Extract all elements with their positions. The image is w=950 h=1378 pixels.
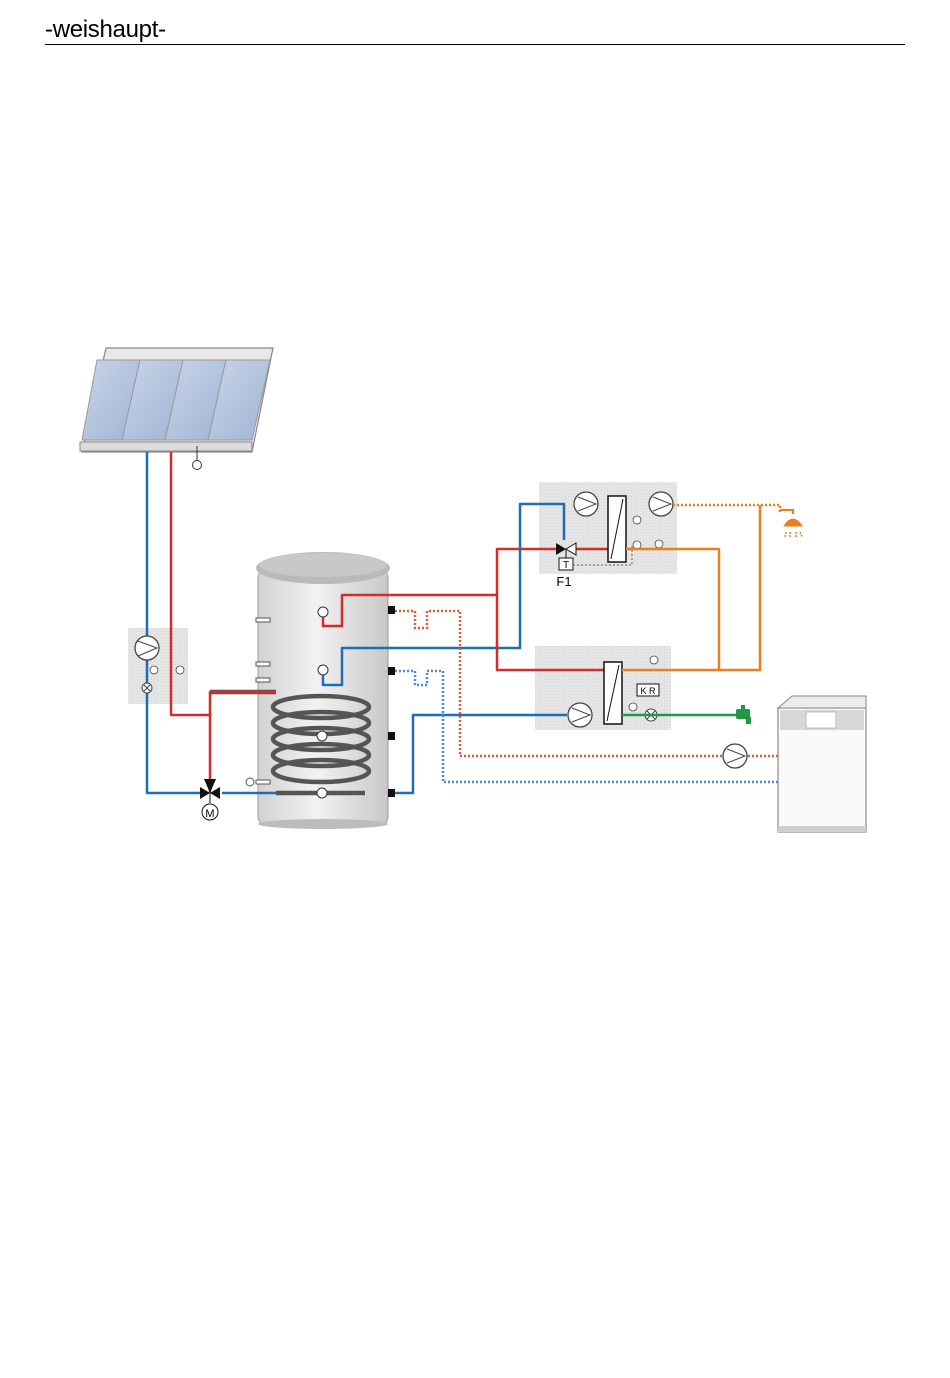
- hot-water-riser: [719, 505, 760, 670]
- valve-id-label: F1: [556, 574, 571, 589]
- tank-sockets: [388, 606, 395, 797]
- water-tap-icon: [736, 705, 751, 724]
- thermostat-label: T: [563, 560, 569, 571]
- solar-return-pipe: [147, 452, 200, 793]
- controller-label: K R: [640, 686, 656, 696]
- upper-pump-icon-2: [649, 492, 673, 516]
- upper-pump-icon: [574, 492, 598, 516]
- shower-icon: [780, 510, 802, 537]
- solar-collector-icon: [80, 348, 273, 452]
- hot-water-dotted-pipe: [673, 505, 780, 512]
- boiler-pump-icon: [723, 744, 747, 768]
- lower-heat-exchanger-icon: [604, 662, 622, 724]
- thermostatic-valve-icon: T F1: [556, 543, 576, 589]
- heat-exchanger-icon: [608, 496, 626, 562]
- motor-label: M: [205, 808, 214, 820]
- pump-icon: [135, 636, 159, 660]
- mixing-valve-icon: M: [200, 779, 220, 820]
- storage-tank-icon: [256, 552, 390, 829]
- boiler-icon: [778, 696, 866, 832]
- lower-pump-icon: [568, 703, 592, 727]
- controller-icon: K R: [637, 684, 659, 696]
